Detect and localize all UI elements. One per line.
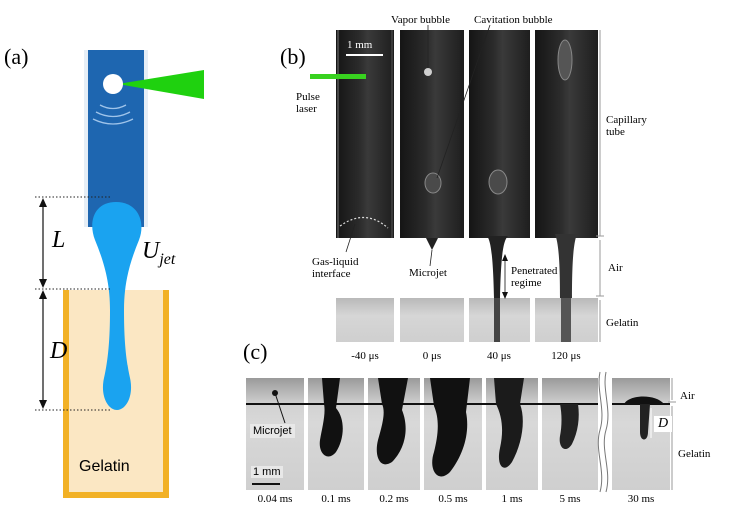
depth-label-c-text: D (658, 416, 669, 431)
time-label-b-4: 120 μs (551, 350, 581, 362)
shock-wave-arc (95, 111, 131, 118)
callout-gas-liquid (345, 223, 356, 253)
time-label-c-7: 30 ms (627, 493, 655, 505)
pulse-laser-label-line-2: laser (296, 103, 317, 115)
pulse-laser-label: Pulse laser (296, 91, 320, 115)
air-gap-b (336, 238, 598, 298)
time-label-c-6: 5 ms (559, 493, 581, 505)
jet-velocity-label: Ujet (142, 238, 175, 269)
jet-velocity-subscript: jet (159, 250, 176, 268)
cavitation-bubble-label: Cavitation bubble (474, 14, 553, 26)
air-label-b: Air (608, 262, 623, 274)
callout-cavitation-bubble (436, 24, 491, 179)
time-label-c-3: 0.2 ms (379, 493, 409, 505)
time-label-b-3: 40 μs (487, 350, 511, 362)
depth-label: D (50, 338, 68, 364)
time-label-c-4: 0.5 ms (438, 493, 468, 505)
microjet-label-c: Microjet (250, 424, 295, 438)
gas-liquid-interface-label-line-2: interface (312, 268, 351, 280)
time-label-c-1: 0.04 ms (257, 493, 293, 505)
cavity-c-5 (494, 378, 524, 468)
microjet-b-4 (555, 234, 577, 298)
cavity-c-4 (430, 378, 470, 477)
vapor-bubble (424, 68, 432, 76)
time-label-b-2: 0 μs (422, 350, 442, 362)
gas-liquid-interface-label-line-1: Gas-liquid (312, 256, 359, 268)
vapor-bubble-label: Vapor bubble (391, 14, 450, 26)
penetrated-regime-label-line-2: regime (511, 277, 542, 289)
shock-wave-arc (92, 118, 134, 125)
time-label-c-2: 0.1 ms (321, 493, 351, 505)
frame-b-2 (400, 30, 464, 238)
penetrated-regime-label-line-1: Penetrated (511, 265, 558, 277)
microjet-label-b: Microjet (409, 267, 447, 279)
gelatin-strip-b-2 (400, 298, 464, 342)
panel-a-label: (a) (4, 44, 29, 69)
cavity-c-7 (624, 396, 664, 404)
gelatin-label-c: Gelatin (678, 448, 711, 460)
panel-b-label: (b) (280, 44, 306, 69)
capillary-tube-label-line-2: tube (606, 126, 625, 138)
panel-a-diagram (35, 50, 204, 498)
microjet-b-3 (487, 236, 508, 298)
gelatin-label-a: Gelatin (79, 458, 130, 475)
scale-bar-c-label: 1 mm (251, 466, 283, 478)
callout-microjet (429, 249, 433, 267)
cavity-c-2 (319, 378, 343, 457)
laser-beam (118, 70, 204, 99)
time-label-b-1: -40 μs (351, 350, 379, 362)
capillary-tube-label-line-1: Capillary (606, 114, 647, 126)
pulse-laser-beam (310, 74, 366, 79)
microjet-shape (92, 202, 142, 410)
cavity-c-3 (376, 378, 408, 465)
frame-b-1 (336, 30, 394, 238)
frame-b-3 (469, 30, 530, 238)
callout-microjet-c (274, 392, 286, 424)
capillary-tube-label: Capillary tube (606, 114, 647, 138)
gelatin-container-wall (63, 290, 169, 498)
gas-liquid-interface-label: Gas-liquid interface (312, 256, 358, 280)
gelatin-strip-b-1 (336, 298, 394, 342)
time-label-c-5: 1 ms (501, 493, 523, 505)
scale-bar-b-label: 1 mm (347, 39, 373, 51)
gas-liquid-interface-arc (339, 216, 389, 229)
shock-wave-arc (99, 104, 127, 110)
length-label: L (52, 227, 66, 253)
laser-focus-bubble (103, 74, 123, 94)
cavity-c-6 (559, 404, 579, 450)
air-label-c: Air (680, 390, 695, 402)
jet-velocity-symbol: U (142, 238, 160, 264)
gelatin-label-b: Gelatin (606, 317, 639, 329)
panel-c-label: (c) (243, 339, 268, 364)
axis-break (597, 371, 603, 493)
microjet-b-2 (426, 238, 438, 250)
penetrated-regime-label: Penetrated regime (511, 265, 557, 289)
pulse-laser-label-line-1: Pulse (296, 91, 320, 103)
depth-label-c: D (654, 416, 673, 432)
